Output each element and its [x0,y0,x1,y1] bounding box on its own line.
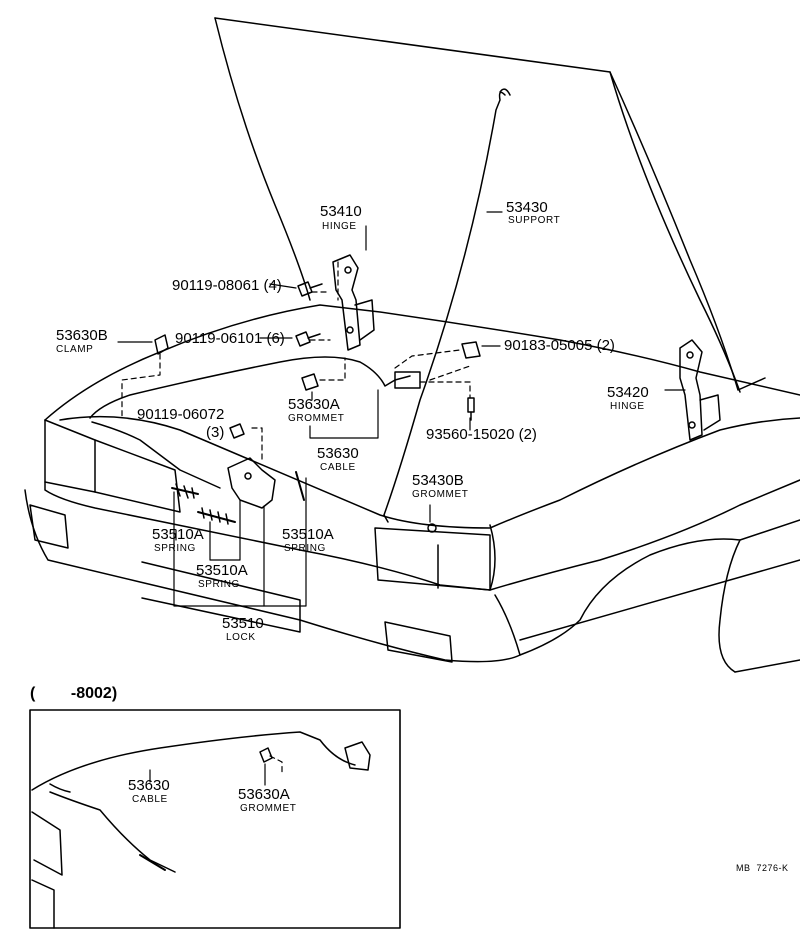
bolt-lock-qty: (3) [206,424,225,441]
right-hinge [679,339,721,441]
inset-cable-name: CABLE [132,794,168,805]
bolt-lock-number: 90119-06072 [137,406,225,423]
hood-panel [214,17,766,393]
figure-code: MB 7276-K [736,863,789,873]
spring-center-number: 53510A [196,562,248,579]
inset-panel [29,709,401,929]
inset-header: ( -8002) [30,685,118,702]
spring-right-name: SPRING [284,543,326,554]
release-cable [89,356,421,489]
hinge-right-number: 53420 [607,384,649,401]
clamp-number: 53630B [56,327,108,344]
inset-grommet-name: GROMMET [240,803,297,814]
leader-lines [117,211,686,607]
cable-name: CABLE [320,462,356,473]
inset-grommet-number: 53630A [238,786,290,803]
grommet-mid-number: 53630A [288,396,340,413]
fasteners [229,281,481,533]
lock-name: LOCK [226,632,256,643]
bolt-mid-number: 90119-06101 (6) [175,330,285,347]
screw-right-number: 93560-15020 (2) [426,426,537,443]
spring-center-name: SPRING [198,579,240,590]
grommet-support-name: GROMMET [412,489,469,500]
support-name: SUPPORT [508,215,561,226]
spring-left-name: SPRING [154,543,196,554]
clip-right-number: 90183-05005 (2) [504,337,615,354]
cable-clamp [154,334,169,355]
hood-support-rod [383,88,511,523]
hinge-top-number: 53410 [320,203,362,220]
grommet-mid-name: GROMMET [288,413,345,424]
left-hinge [332,254,375,351]
inset-cable-number: 53630 [128,777,170,794]
cable-number: 53630 [317,445,359,462]
spring-right-number: 53510A [282,526,334,543]
support-number: 53430 [506,199,548,216]
clamp-name: CLAMP [56,344,94,355]
car-body [24,304,800,673]
bolt-top-number: 90119-08061 (4) [172,277,282,294]
hood-lock [171,457,305,525]
hinge-right-name: HINGE [610,401,645,412]
guide-lines [121,261,471,461]
lock-number: 53510 [222,615,264,632]
hinge-top-name: HINGE [322,221,357,232]
spring-left-number: 53510A [152,526,204,543]
grommet-support-number: 53430B [412,472,464,489]
